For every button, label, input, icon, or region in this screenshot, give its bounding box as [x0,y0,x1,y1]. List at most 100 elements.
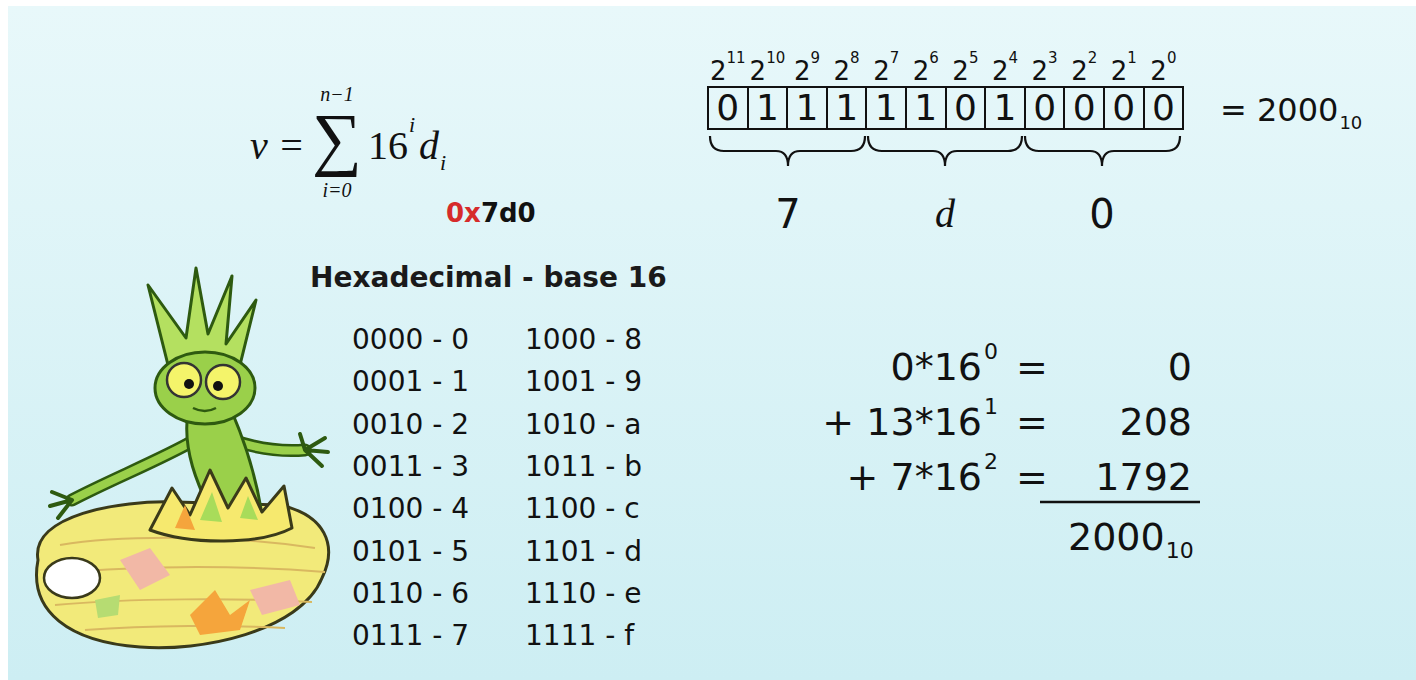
summation-symbol: ∑ [312,104,362,174]
bit-weight-base: 2 [834,58,851,84]
bit-value: 0 [1152,90,1175,126]
hex-table-entry: 0111 - 7 [352,622,469,650]
bit-weight-base: 2 [992,58,1009,84]
hex-value: 7d0 [481,200,536,226]
bit-value: 0 [1033,90,1056,126]
calc-result: 0 [1168,348,1192,386]
formula-limit: n−1 [320,84,354,104]
bit-value: 1 [994,90,1017,126]
illustration-part [184,379,194,389]
bit-cell: 0 [945,86,987,130]
hex-table-entry: 1100 - c [525,495,640,523]
bit-value: 1 [796,90,819,126]
equals-sign: = [1016,458,1048,496]
illustration-part [72,440,195,500]
bit-cell: 0 [1103,86,1145,130]
bit-weight-base: 2 [1032,58,1049,84]
calc-result: 1792 [1095,458,1192,496]
bit-cell: 1 [984,86,1026,130]
formula-term: 16 [368,126,408,166]
bit-weight-base: 2 [710,58,727,84]
bit-weight-exponent: 10 [766,51,785,66]
hex-prefix: 0x [446,200,481,226]
nibble-hex-digit: 7 [775,194,800,234]
illustration-part [250,580,300,615]
hex-table-entry: 1101 - d [525,538,642,566]
nibble-hex-digit: 0 [1089,194,1114,234]
illustration-part [193,408,216,411]
illustration-part [213,381,223,391]
illustration-part [1025,136,1180,166]
bit-weight-base: 2 [913,58,930,84]
illustration-part [175,505,195,530]
bit-cell: 1 [826,86,868,130]
subscript-base: 10 [1166,540,1194,562]
bit-weight-base: 2 [750,58,767,84]
hex-table-entry: 0001 - 1 [352,368,469,396]
calc-exponent: 1 [984,396,998,418]
bit-weight-exponent: 9 [811,51,821,66]
bit-cell: 0 [1024,86,1066,130]
calc-exponent: 0 [984,341,998,363]
illustration-part [50,492,72,518]
equals-sign: = [1016,403,1048,441]
bit-value: 0 [954,90,977,126]
illustration-part [150,470,292,541]
bit-weight-exponent: 11 [727,51,746,66]
illustration-part [200,492,258,522]
sum-total: 2000 [1068,518,1165,556]
bit-value: 0 [1073,90,1096,126]
formula-subscript: i [440,152,446,174]
sum-line [1040,501,1200,504]
bit-value: 0 [716,90,739,126]
bit-weight-exponent: 5 [969,51,979,66]
hex-table-entry: 1010 - a [525,411,641,439]
calc-term: + 13*16 [822,403,982,441]
bit-weight-base: 2 [1111,58,1128,84]
bit-weight-base: 2 [952,58,969,84]
bit-value: 1 [756,90,779,126]
bit-weight-exponent: 6 [929,51,939,66]
hex-table-entry: 0100 - 4 [352,495,469,523]
formula-exponent: i [409,114,415,136]
nibble-hex-digit: d [935,194,955,234]
bit-cell: 1 [786,86,828,130]
hex-table-entry: 0000 - 0 [352,326,469,354]
illustration-part [148,268,256,365]
section-heading: Hexadecimal - base 16 [310,264,667,292]
hex-table-entry: 1110 - e [525,580,641,608]
hex-table-entry: 0011 - 3 [352,453,469,481]
calc-exponent: 2 [984,451,998,473]
bit-weight-exponent: 4 [1009,51,1019,66]
bit-value: 0 [1112,90,1135,126]
bit-weight-exponent: 2 [1088,51,1098,66]
illustration-part [206,365,240,399]
subscript-base: 10 [1339,114,1362,132]
illustration-part [868,136,1022,166]
bit-weight-exponent: 0 [1167,51,1177,66]
illustration-part [120,548,170,590]
bit-weight-base: 2 [1150,58,1167,84]
bit-weight-base: 2 [794,58,811,84]
hex-table-entry: 0010 - 2 [352,411,469,439]
bit-weight-exponent: 3 [1048,51,1058,66]
bit-cell: 0 [1143,86,1185,130]
bit-value: 1 [835,90,858,126]
illustration-part [155,352,255,424]
hex-table-entry: 1000 - 8 [525,326,642,354]
bit-weight-exponent: 7 [890,51,900,66]
hex-table-entry: 1001 - 9 [525,368,642,396]
hex-table-entry: 0101 - 5 [352,538,469,566]
bit-weight-exponent: 8 [850,51,860,66]
creature [50,268,328,518]
hex-table-entry: 1011 - b [525,453,642,481]
decimal-result: = 2000 [1220,94,1338,126]
equals-sign: = [1016,348,1048,386]
bit-cell: 0 [707,86,749,130]
bit-cell: 1 [865,86,907,130]
illustration-part [85,626,285,630]
hex-table-entry: 1111 - f [525,622,634,650]
nibble-braces [710,136,1180,166]
bit-value: 1 [875,90,898,126]
